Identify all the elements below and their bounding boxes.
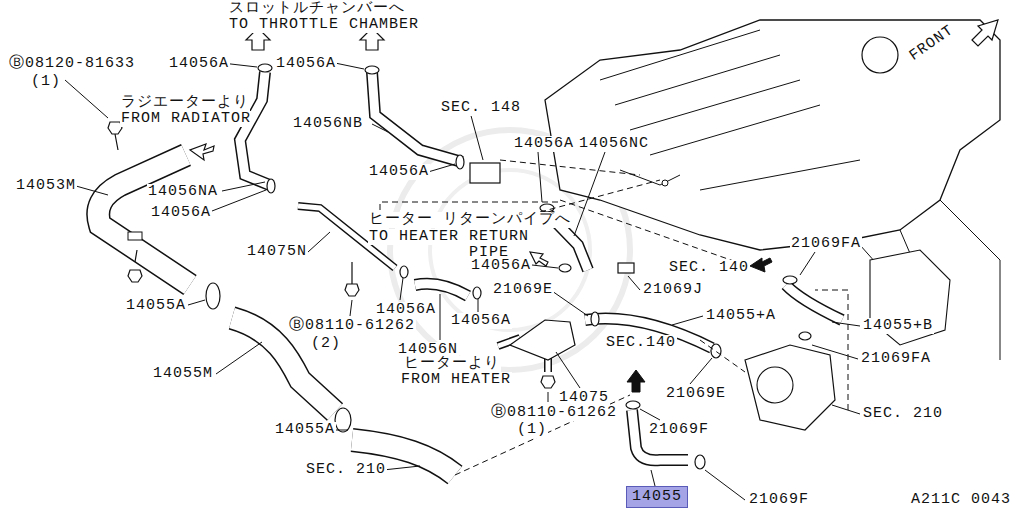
flow-note: TO HEATER RETURN [368,229,530,245]
clamp [335,408,351,432]
callout-number: 14053M [15,178,77,194]
clamp [559,264,571,272]
flow-note: ヒーターより [403,356,501,372]
flow-arrow [530,252,548,266]
clamp [695,455,705,469]
section-ref: SEC. 210 [862,406,944,422]
watermark [430,170,590,330]
callout-number: (1) [30,74,62,90]
valve [470,163,500,183]
callout-number: (1) [516,422,548,438]
bolt [128,250,142,282]
callout-number: 14056A [168,56,230,72]
leader-lines [65,63,860,500]
flow-note: FROM RADIATOR [120,111,252,127]
dashed-leaders [380,160,848,475]
flow-note: スロットルチャンバーへ [228,1,406,17]
callout-number: 21069F [648,422,710,438]
bolt-hole [662,180,668,186]
callout-number: 14056A [450,313,512,329]
callout-number: 14055+B [862,318,934,334]
flow-note: TO THROTTLE CHAMBER [228,17,420,33]
front-arrow [972,20,998,46]
callout-number: 14056A [513,136,575,152]
clamp [206,283,220,309]
callout-number: 21069E [492,282,554,298]
water-pump-housing [745,345,835,430]
water-pump-hub [757,367,793,403]
flow-note: FROM HEATER [400,372,512,388]
clamp [783,276,797,284]
pipe-fitting [510,320,575,360]
section-ref: SEC. 210 [305,462,387,478]
callout-number: 14056NC [578,136,650,152]
hose-clip [618,263,634,273]
callout-number: 21069FA [790,236,862,252]
bolt [345,262,359,296]
callout-number: 21069E [665,386,727,402]
callout-number: Ⓑ08110-61262 [490,405,618,421]
clamp [258,64,272,72]
clamp [473,287,481,299]
callout-number: 14075 [558,390,610,406]
callout-number: 14056A [470,258,532,274]
callout-number: 14056A [368,164,430,180]
clamp [540,204,554,212]
callout-number: (2) [310,336,342,352]
hose-body [98,155,455,475]
callout-number: 21069F [748,492,810,508]
highlighted-part: 14055 [626,486,688,508]
callout-number: 14056A [150,205,212,221]
callout-number: 14056NB [292,116,364,132]
direction-arrow [750,258,772,272]
callout-number: 14075N [246,244,308,260]
clamp [267,179,275,193]
clamp [456,155,464,169]
clamp [591,312,599,326]
section-ref: SEC.140 [605,335,677,351]
callout-number: 14056NA [147,184,219,200]
bolt [541,376,555,388]
clamp [799,332,811,340]
part-number: 14055 [632,489,682,505]
callout-number: 21069FA [860,351,932,367]
callout-number: 14055+A [705,308,777,324]
flow-note: ヒーター リターンパイプへ [368,212,572,228]
callout-number: 14056A [375,302,437,318]
engine-detail [600,30,1000,360]
flow-arrow [190,144,214,160]
clamp [711,344,721,358]
clamp [400,266,408,278]
clamp [626,401,640,409]
callout-number: 21069J [642,282,704,298]
direction-arrow [627,370,645,392]
oil-cap [862,37,898,73]
callout-number: 14055A [274,422,336,438]
section-ref: SEC. 140 [668,260,750,276]
flow-note: ラジエーターより [120,95,250,111]
callout-number: 14056A [275,56,337,72]
clamp [365,66,379,74]
hose-outline [98,155,455,475]
figure-code: A211C 0043 [910,492,1012,508]
section-ref: SEC. 148 [440,100,522,116]
callout-number: Ⓑ08120-81633 [8,56,136,72]
callout-number: 14055A [125,298,187,314]
callout-number: 14055M [152,366,214,382]
callout-number: Ⓑ08110-61262 [288,318,416,334]
flow-arrows [190,20,998,266]
bracket [128,232,142,240]
engine-outline [545,20,1000,250]
clamps [206,64,811,469]
bolts [108,122,555,388]
